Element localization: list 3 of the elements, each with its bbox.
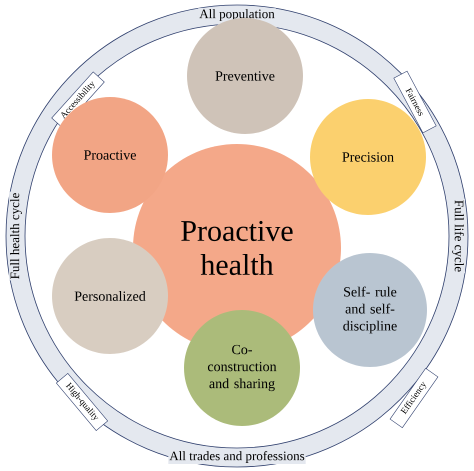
ring-label: Full health cycle	[9, 192, 23, 280]
ring-label: All trades and professions	[168, 450, 306, 464]
ring-label: Full life cycle	[451, 198, 465, 274]
